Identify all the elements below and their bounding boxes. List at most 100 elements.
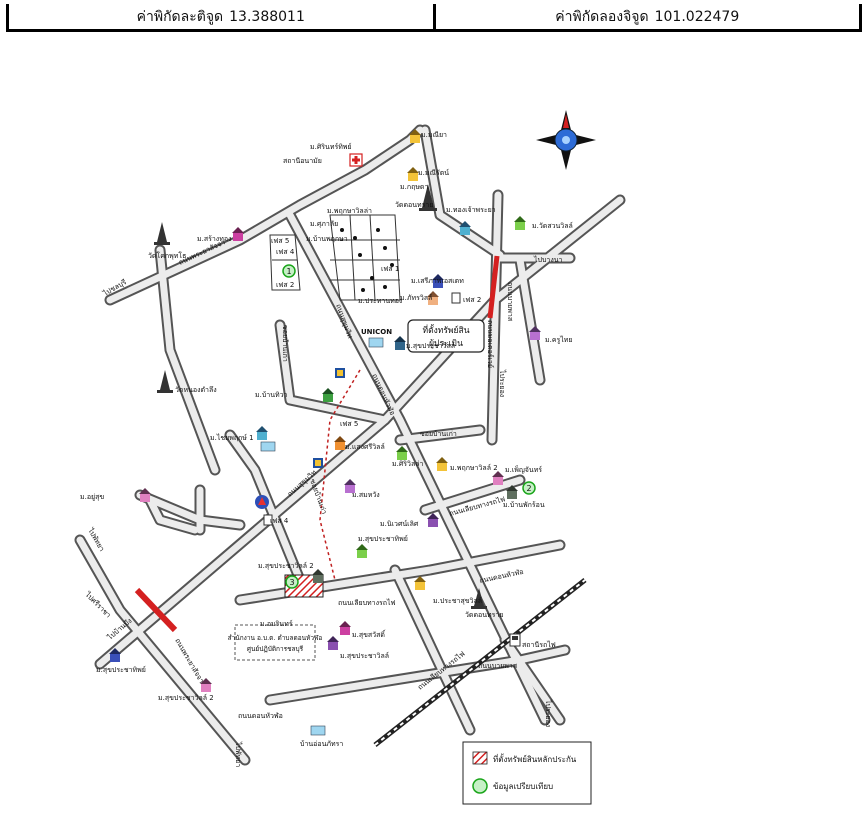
latitude-cell: ค่าพิกัดละติจูด 13.388011 [9,4,433,29]
legend: ที่ตั้งทรัพย์สินหลักประกัน ข้อมูลเปรียบเ… [462,741,592,805]
label-road-side: ซอยบ้านเก่า [281,325,289,362]
label-to-rayong: ไประยอง [498,369,507,397]
subject-box-line2: ผู้ประเมิน [429,338,463,349]
label-moo-sukpracha-2b: ม.สุขประชาวิลล์ 2 [158,694,214,702]
label-road-center: ถนนเลียบทางรถไฟ [338,598,396,607]
road-network [74,124,626,766]
gas-station-icon [255,495,269,509]
house-icon [327,636,339,650]
house-icon [334,436,346,450]
label-to-pattaya-2: ไปพัทยา [234,741,243,767]
house-icon [368,337,384,348]
label-phase1: เฟส 1 [381,265,399,273]
house-icon [436,457,448,471]
label-moo-5: เฟส 5 [340,420,358,428]
label-moo-maneeya: ม.มณียา [421,131,447,139]
subject-box: ที่ตั้งทรัพย์สิน ผู้ประเมิน [407,319,485,353]
label-wat-nong: วัดหนองตำลึง [175,385,217,394]
house-icon [260,441,276,452]
marker-2-label: 2 [526,484,531,493]
label-moo-pruksa: ม.พฤกษาวิลล่า [327,207,372,215]
label-moo-suksawat: ม.สุขสวัสดิ์ [352,629,386,639]
legend-subject-label: ที่ตั้งทรัพย์สินหลักประกัน [493,753,577,764]
house-icon [232,227,244,241]
label-phase5: เฟส 5 [271,237,289,245]
house-icon [432,274,444,288]
label-moo-pratanthong: ม.ประทานทอง [358,297,402,305]
label-moo-panchan: ม.เพ็ญจันทร์ [505,465,542,474]
label-moo-pracha: ม.ประชาสุขวิลล์ [433,597,482,605]
temple-icon [419,184,437,211]
label-moo-sukprachathip: ม.สุขประชาทิพย์ [358,535,408,543]
government-office-label-2: ศูนย์ปฏิบัติการชลบุรี [247,645,304,653]
label-moo-chaiyaphruek: ม.ไชยพฤกษ์ 1 [210,433,254,442]
house-icon [310,725,326,736]
label-moo-thong: ม.ทองเจ้าพระยา [446,206,496,214]
house-icon [394,336,406,350]
longitude-cell: ค่าพิกัดลองจิจูด 101.022479 [432,4,860,29]
label-police: เฟส 2 [463,296,481,304]
label-road-bypass: ถนนบายพาส [506,282,514,322]
legend-compare-label: ข้อมูลเปรียบเทียบ [493,782,553,792]
label-road-bottom-left: ถนนดอนหัวฬ่อ [238,712,283,720]
house-icon [529,326,541,340]
label-phase2: เฟส 2 [276,281,294,289]
label-unicon: UNICON [361,328,392,336]
label-road-low: ถนนดอนหัวฬ่อ [479,568,525,585]
label-moo-prachaniwet: ม.วัดสวนวิลล์ [532,222,573,230]
house-icon [414,576,426,590]
house-icon [427,291,439,305]
label-moo-sukprachakit: ม.สุขประชาวิลล์ [406,342,455,350]
label-moo-manee: ม.มณีรัตน์ [418,169,449,177]
label-wat-nong-2: ม.สุขประชาวิลล์ [340,652,389,660]
label-hospital: สถานีอนามัย [283,157,322,165]
house-icon [339,621,351,635]
label-moo-baan-pruksa: ม.บ้านพฤกษา [306,235,348,243]
label-moo-sukpracha-bottom: ม.สุขประชาทิพย์ [96,666,146,674]
label-wat-road: วัดดอนทราย [395,201,433,209]
label-ban-onbhadra: บ้านอ่อนภัทรา [300,740,343,748]
label-moo-niwet: ม.นิเวศน์เลิศ [380,520,419,528]
comparison-marker-2: 2 [522,481,536,495]
label-temple-bottom: วัดดอนทราย [465,611,503,619]
label-road-motorway: ถนนมอเตอร์เวย์ [486,320,494,368]
label-moo-ban-puk: ม.บ้านพักร้อน [503,501,545,509]
temple-icon [157,370,173,393]
police-icon [263,514,273,526]
house-icon [407,167,419,181]
label-moo-kruthai: ม.ครูไทย [545,335,573,344]
compass-rose-icon [536,110,596,170]
label-road-sub: ซอยบ้านเก่า [420,430,457,438]
label-moo-pruksa2: ม.พฤกษาวิลล์ 2 [450,464,498,472]
label-moo-sukpracha2: ม.สุขประชาวิลล์ 2 [258,562,314,570]
village-dots [340,228,394,292]
house-icon [409,129,421,143]
green-circle-icon [472,778,488,794]
bank-icon [313,458,323,468]
label-moo-sangthong: ม.สร้างทอง [197,235,231,243]
comparison-marker-3: 3 [285,575,299,589]
label-to-bangna: ไปบางนา [533,255,563,264]
comparison-marker-1: 1 [282,264,296,278]
house-icon [200,678,212,692]
marker-3-label: 3 [289,578,294,587]
label-road-sub-2: ซอยบ้านเก่า [308,478,328,515]
label-moo-amrin: ม.อมรินทร์ [260,620,293,628]
bank-icon [335,368,345,378]
house-icon [322,388,334,402]
house-icon [459,221,471,235]
temple-icon [471,588,487,609]
police-icon [451,292,461,304]
label-station: สถานีรถไฟ [522,640,556,649]
hatched-red-square-icon [472,751,488,765]
label-phase4: เฟส 4 [276,248,295,256]
house-icon [356,544,368,558]
label-moo-baantiwa: ม.บ้านทิวา [255,391,288,399]
label-moo-kritsada: ม.กฤษดา [400,183,428,191]
longitude-label: ค่าพิกัดลองจิจูด [555,8,649,25]
label-moo-yu: ม.อยู่สุข [80,493,104,501]
house-icon [396,446,408,460]
red-road-segment-east [487,255,500,319]
house-icon [109,648,121,662]
